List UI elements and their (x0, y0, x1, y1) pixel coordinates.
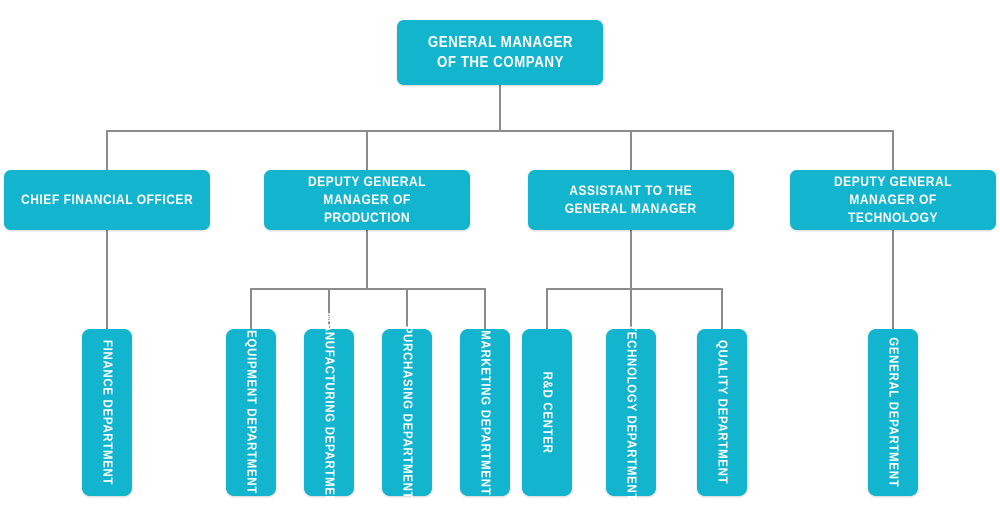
node-label: CHIEF FINANCIAL OFFICER (20, 191, 194, 208)
connector-technology-to-general (892, 230, 894, 329)
node-rnd-center[interactable]: R&D CENTER (522, 329, 572, 496)
connector-drop-assistant (630, 130, 632, 171)
connector-tier2-bus (106, 130, 894, 132)
node-quality-department[interactable]: QUALITY DEPARTMENT (697, 329, 747, 496)
connector-drop-quality (721, 288, 723, 329)
node-label: MANUFACTURING DEPARTMENT (322, 312, 338, 513)
node-deputy-gm-technology[interactable]: DEPUTY GENERAL MANAGER OF TECHNOLOGY (790, 170, 996, 230)
connector-drop-rnd (546, 288, 548, 329)
connector-root-stem (499, 85, 501, 131)
node-technology-department[interactable]: TECHNOLOGY DEPARTMENT (606, 324, 656, 501)
connector-assistant-stem (630, 230, 632, 289)
node-equipment-department[interactable]: EQUIPMENT DEPARTMENT (226, 329, 276, 496)
connector-cfo-to-finance (106, 230, 108, 329)
node-manufacturing-department[interactable]: MANUFACTURING DEPARTMENT (304, 313, 354, 512)
node-marketing-department[interactable]: MARKETING DEPARTMENT (460, 329, 510, 496)
connector-production-stem (366, 230, 368, 289)
connector-drop-marketing (484, 288, 486, 329)
node-label: DEPUTY GENERAL MANAGER OF PRODUCTION (307, 173, 427, 225)
node-label: R&D CENTER (540, 371, 556, 454)
node-label: DEPUTY GENERAL MANAGER OF TECHNOLOGY (833, 173, 953, 225)
connector-drop-production (366, 130, 368, 171)
connector-drop-purchasing (406, 288, 408, 329)
node-label: FINANCE DEPARTMENT (100, 339, 116, 486)
node-purchasing-department[interactable]: PURCHASING DEPARTMENT (382, 325, 432, 500)
connector-drop-technology-dept (630, 288, 632, 329)
connector-drop-cfo (106, 130, 108, 171)
connector-drop-equipment (250, 288, 252, 329)
node-finance-department[interactable]: FINANCE DEPARTMENT (82, 329, 132, 496)
node-general-department[interactable]: GENERAL DEPARTMENT (868, 329, 918, 496)
node-label: GENERAL MANAGER OF THE COMPANY (427, 33, 573, 71)
connector-assistant-bus (546, 288, 722, 290)
node-assistant-to-general-manager[interactable]: ASSISTANT TO THE GENERAL MANAGER (528, 170, 734, 230)
node-label: EQUIPMENT DEPARTMENT (244, 330, 260, 495)
node-label: QUALITY DEPARTMENT (715, 340, 731, 485)
node-chief-financial-officer[interactable]: CHIEF FINANCIAL OFFICER (4, 170, 210, 230)
node-label: PURCHASING DEPARTMENT (400, 325, 416, 500)
connector-production-bus (250, 288, 484, 290)
connector-drop-manufacturing (328, 288, 330, 329)
node-label: ASSISTANT TO THE GENERAL MANAGER (565, 182, 697, 216)
node-general-manager[interactable]: GENERAL MANAGER OF THE COMPANY (397, 20, 603, 85)
node-label: MARKETING DEPARTMENT (478, 329, 494, 496)
connector-drop-technology (892, 130, 894, 171)
node-deputy-gm-production[interactable]: DEPUTY GENERAL MANAGER OF PRODUCTION (264, 170, 470, 230)
node-label: GENERAL DEPARTMENT (886, 337, 902, 488)
node-label: TECHNOLOGY DEPARTMENT (624, 323, 640, 502)
